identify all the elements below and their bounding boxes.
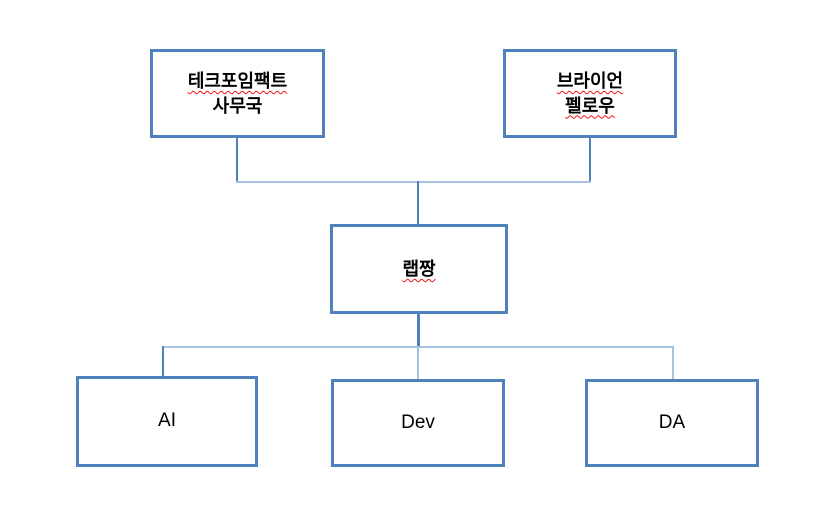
node-ai-team-label: AI bbox=[158, 410, 176, 432]
node-brian-fellow-line1: 브라이언 bbox=[556, 71, 624, 92]
connector-lead-in bbox=[417, 181, 419, 224]
node-da-team[interactable]: DA bbox=[585, 379, 759, 467]
connector-fellow-down bbox=[589, 138, 591, 182]
node-brian-fellow-line2: 펠로우 bbox=[565, 95, 615, 116]
node-dev-team-label: Dev bbox=[401, 411, 435, 433]
node-secretariat[interactable]: 테크포임팩트 사무국 bbox=[150, 49, 325, 138]
connector-secretariat-down bbox=[236, 138, 238, 182]
node-secretariat-line1: 테크포임팩트 bbox=[187, 71, 288, 92]
connector-dev-up bbox=[417, 348, 419, 380]
node-lab-lead-label: 랩짱 bbox=[402, 258, 436, 279]
connector-da-up bbox=[672, 346, 674, 380]
connector-lead-out bbox=[417, 313, 420, 347]
connector-ai-up bbox=[162, 346, 164, 377]
node-secretariat-line2: 사무국 bbox=[212, 95, 263, 116]
node-da-team-label: DA bbox=[658, 411, 686, 433]
connector-bottom-horizontal bbox=[162, 346, 674, 348]
node-dev-team[interactable]: Dev bbox=[331, 379, 505, 467]
node-brian-fellow[interactable]: 브라이언 펠로우 bbox=[503, 49, 677, 138]
node-lab-lead[interactable]: 랩짱 bbox=[330, 224, 508, 314]
connector-top-horizontal bbox=[236, 181, 591, 183]
node-ai-team[interactable]: AI bbox=[76, 376, 258, 467]
